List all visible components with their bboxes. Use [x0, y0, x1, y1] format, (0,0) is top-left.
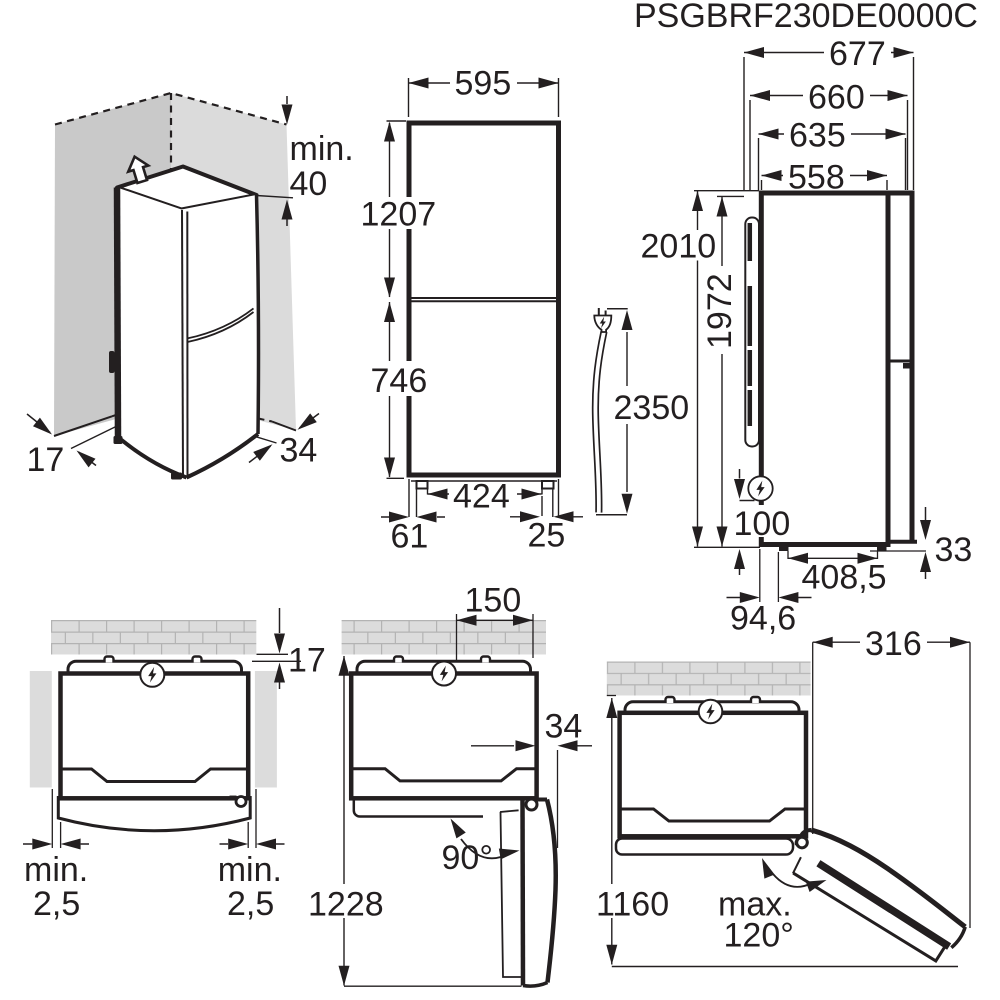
svg-text:424: 424 [453, 478, 510, 516]
svg-text:100: 100 [734, 505, 791, 543]
svg-text:max.: max. [718, 886, 792, 924]
svg-text:33: 33 [935, 531, 973, 569]
svg-text:90°: 90° [442, 839, 493, 877]
svg-text:746: 746 [371, 362, 428, 400]
svg-text:558: 558 [788, 159, 845, 197]
svg-text:1207: 1207 [361, 196, 437, 234]
svg-text:34: 34 [545, 708, 583, 746]
svg-text:17: 17 [27, 441, 65, 479]
svg-text:61: 61 [391, 518, 429, 556]
svg-text:PSGBRF230DE0000C: PSGBRF230DE0000C [634, 0, 978, 35]
svg-text:94,6: 94,6 [730, 600, 796, 638]
svg-text:677: 677 [829, 35, 886, 73]
svg-text:min.: min. [218, 851, 282, 889]
svg-text:660: 660 [808, 79, 865, 117]
svg-text:25: 25 [528, 517, 566, 555]
svg-text:min.: min. [24, 851, 88, 889]
svg-text:17: 17 [288, 642, 326, 680]
svg-text:120°: 120° [724, 917, 794, 955]
svg-text:1228: 1228 [308, 886, 384, 924]
svg-text:408,5: 408,5 [802, 559, 887, 597]
svg-text:150: 150 [465, 582, 522, 620]
svg-text:2350: 2350 [614, 389, 690, 427]
svg-text:40: 40 [290, 165, 328, 203]
svg-text:2,5: 2,5 [33, 885, 80, 923]
svg-text:2,5: 2,5 [227, 885, 274, 923]
svg-text:635: 635 [789, 117, 846, 155]
svg-text:316: 316 [865, 625, 922, 663]
svg-text:1160: 1160 [596, 886, 669, 924]
svg-text:min.: min. [290, 130, 354, 168]
svg-text:1972: 1972 [701, 273, 739, 349]
svg-text:34: 34 [280, 432, 318, 470]
svg-text:595: 595 [455, 65, 512, 103]
svg-text:2010: 2010 [641, 228, 717, 266]
